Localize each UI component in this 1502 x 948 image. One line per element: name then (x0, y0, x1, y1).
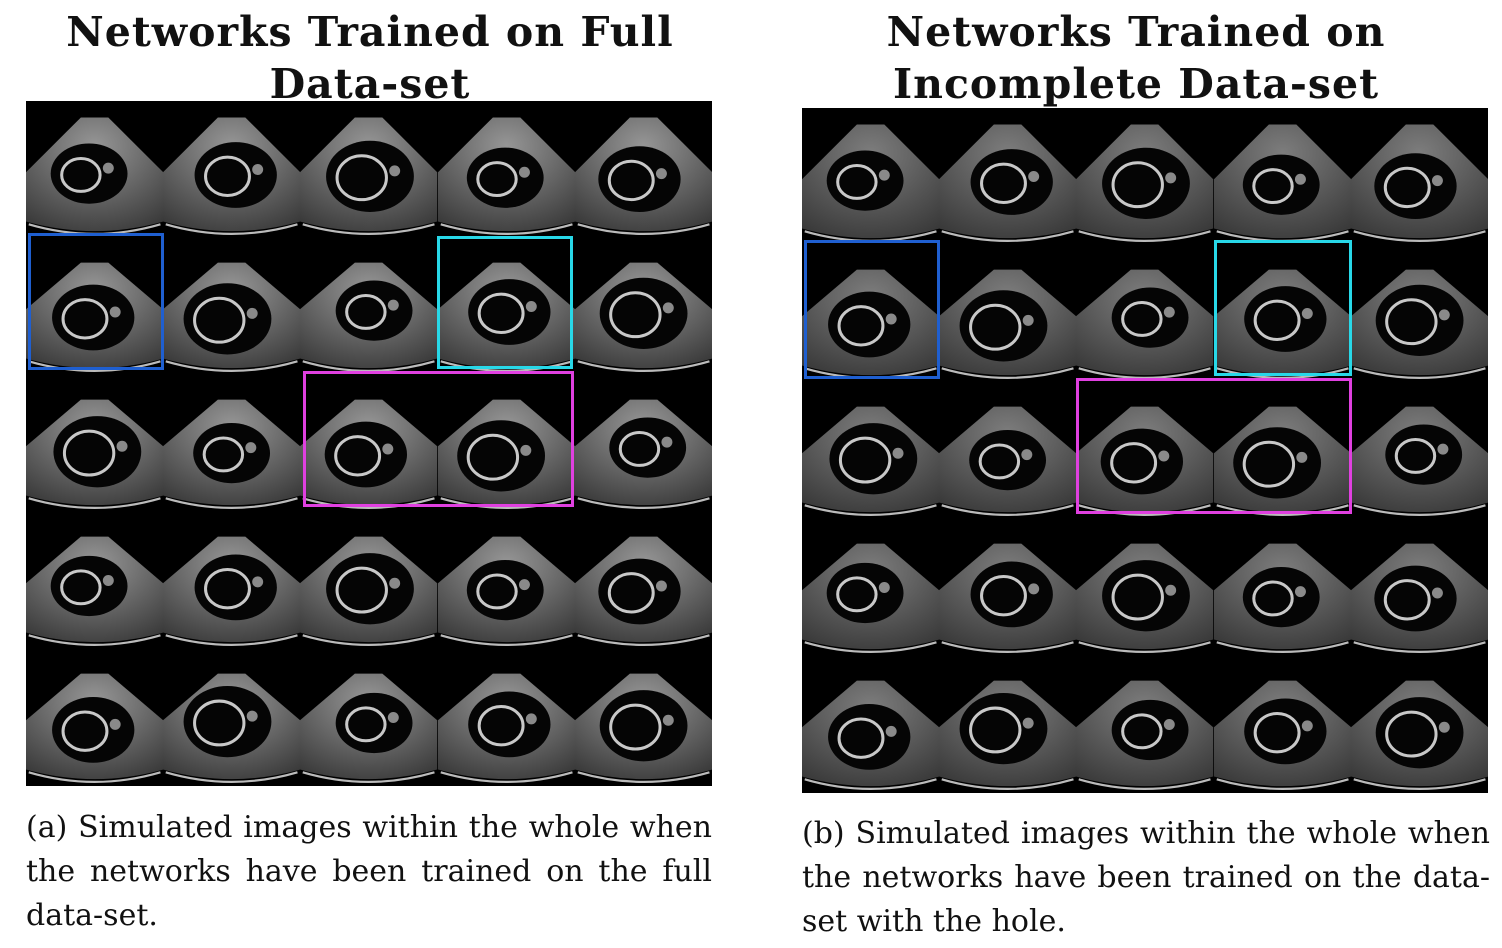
ultrasound-tile (1076, 656, 1214, 793)
panel-b-title-line1: Networks Trained on (886, 8, 1386, 56)
ultrasound-tile (574, 649, 712, 786)
ultrasound-tile (437, 375, 575, 512)
ultrasound-tile (1076, 519, 1214, 656)
ultrasound-tile (1076, 245, 1214, 382)
ultrasound-tile (26, 512, 164, 649)
ultrasound-tile (1350, 656, 1488, 793)
ultrasound-tile (802, 656, 940, 793)
ultrasound-tile (802, 245, 940, 382)
ultrasound-tile (163, 375, 301, 512)
ultrasound-tile (163, 512, 301, 649)
blue-highlight-box (28, 233, 164, 370)
ultrasound-tile (1213, 656, 1351, 793)
panel-a-image-grid (26, 101, 712, 786)
cyan-highlight-box (437, 236, 573, 369)
blue-highlight-box (804, 240, 940, 379)
panel-b: Networks Trained on Incomplete Data-set … (770, 0, 1502, 948)
ultrasound-tile (163, 101, 301, 238)
ultrasound-tile (939, 656, 1077, 793)
ultrasound-tile (939, 382, 1077, 519)
ultrasound-tile (1213, 519, 1351, 656)
ultrasound-tile (26, 375, 164, 512)
ultrasound-tile (1076, 108, 1214, 245)
magenta-highlight-box (1076, 378, 1352, 514)
panel-b-title-line2: Incomplete Data-set (892, 60, 1380, 108)
panel-a-title-line2: Data-set (269, 60, 471, 108)
ultrasound-tile (300, 649, 438, 786)
ultrasound-tile (26, 101, 164, 238)
panel-b-caption: (b) Simulated images within the whole wh… (802, 816, 1490, 939)
ultrasound-tile (163, 649, 301, 786)
ultrasound-tile (437, 101, 575, 238)
panel-a-title-line1: Networks Trained on Full (66, 8, 674, 56)
ultrasound-tile (26, 649, 164, 786)
magenta-highlight-box (303, 371, 574, 507)
ultrasound-tile (1213, 382, 1351, 519)
ultrasound-tile (574, 101, 712, 238)
ultrasound-tile (939, 245, 1077, 382)
ultrasound-tile (437, 512, 575, 649)
ultrasound-tile (26, 238, 164, 375)
ultrasound-tile (1350, 245, 1488, 382)
panel-a: Networks Trained on Full Data-set (a) Si… (0, 0, 740, 948)
ultrasound-tile (163, 238, 301, 375)
ultrasound-tile (939, 519, 1077, 656)
ultrasound-tile (300, 512, 438, 649)
ultrasound-tile (1213, 108, 1351, 245)
cyan-highlight-box (1214, 240, 1352, 376)
ultrasound-tile (574, 512, 712, 649)
ultrasound-tile (1076, 382, 1214, 519)
ultrasound-tile (1213, 245, 1351, 382)
ultrasound-tile (939, 108, 1077, 245)
ultrasound-tile (802, 519, 940, 656)
ultrasound-tile (437, 649, 575, 786)
ultrasound-tile (300, 238, 438, 375)
ultrasound-tile (300, 101, 438, 238)
ultrasound-tile (300, 375, 438, 512)
panel-b-image-grid (802, 108, 1488, 793)
ultrasound-tile (1350, 108, 1488, 245)
ultrasound-tile (574, 375, 712, 512)
panel-a-caption: (a) Simulated images within the whole wh… (26, 810, 712, 933)
ultrasound-tile (802, 108, 940, 245)
ultrasound-tile (1350, 519, 1488, 656)
ultrasound-tile (802, 382, 940, 519)
ultrasound-tile (437, 238, 575, 375)
ultrasound-tile (1350, 382, 1488, 519)
ultrasound-tile (574, 238, 712, 375)
